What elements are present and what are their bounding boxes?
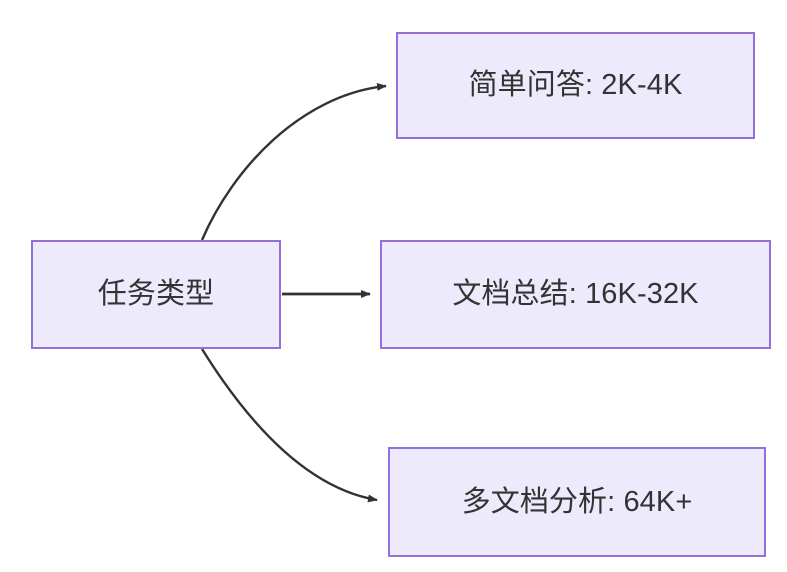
edge-root-multi-doc: [200, 348, 378, 503]
node-multi-doc[interactable]: 多文档分析: 64K+: [388, 447, 766, 557]
node-label: 文档总结: 16K-32K: [452, 278, 699, 311]
node-label: 任务类型: [97, 278, 215, 311]
node-label: 多文档分析: 64K+: [461, 485, 693, 518]
node-label: 简单问答: 2K-4K: [468, 69, 683, 102]
node-doc-summary[interactable]: 文档总结: 16K-32K: [380, 240, 771, 349]
node-simple-qa[interactable]: 简单问答: 2K-4K: [396, 32, 755, 139]
edge-root-simple-qa: [200, 82, 387, 241]
node-task-type[interactable]: 任务类型: [31, 240, 281, 349]
